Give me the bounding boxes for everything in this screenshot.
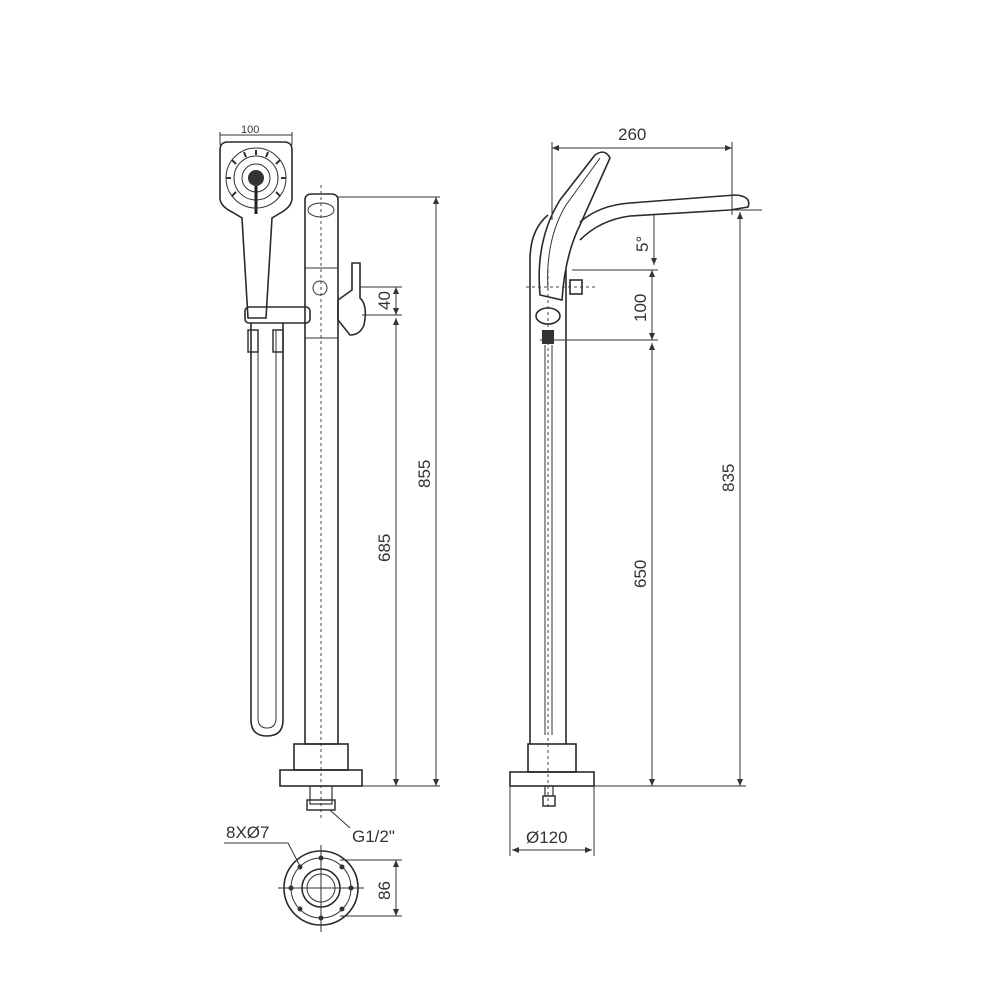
dim-spout-reach: 260 — [618, 125, 646, 144]
dim-total-height: 855 — [415, 460, 434, 488]
dim-handshower-width: 100 — [241, 124, 259, 136]
dim-mounting-holes: 8XØ7 — [226, 823, 269, 842]
base-plan-icon — [278, 845, 364, 932]
side-view: 260 5° 100 650 835 Ø120 — [509, 125, 762, 856]
mixer-column — [304, 185, 367, 820]
dim-base-diameter: Ø120 — [526, 828, 568, 847]
dim-spout-angle: 5° — [633, 236, 652, 252]
dim-lever-offset: 40 — [375, 291, 394, 310]
dim-thread: G1/2" — [352, 827, 395, 846]
dim-spout-height: 835 — [719, 464, 738, 492]
front-view: 100 G1/2" — [219, 124, 440, 932]
handshower-head-icon — [219, 141, 293, 319]
dim-outlet-height: 685 — [375, 534, 394, 562]
dim-holder-height: 650 — [631, 560, 650, 588]
dim-holder-offset: 100 — [631, 294, 650, 322]
dim-base-hole-span: 86 — [375, 881, 394, 900]
